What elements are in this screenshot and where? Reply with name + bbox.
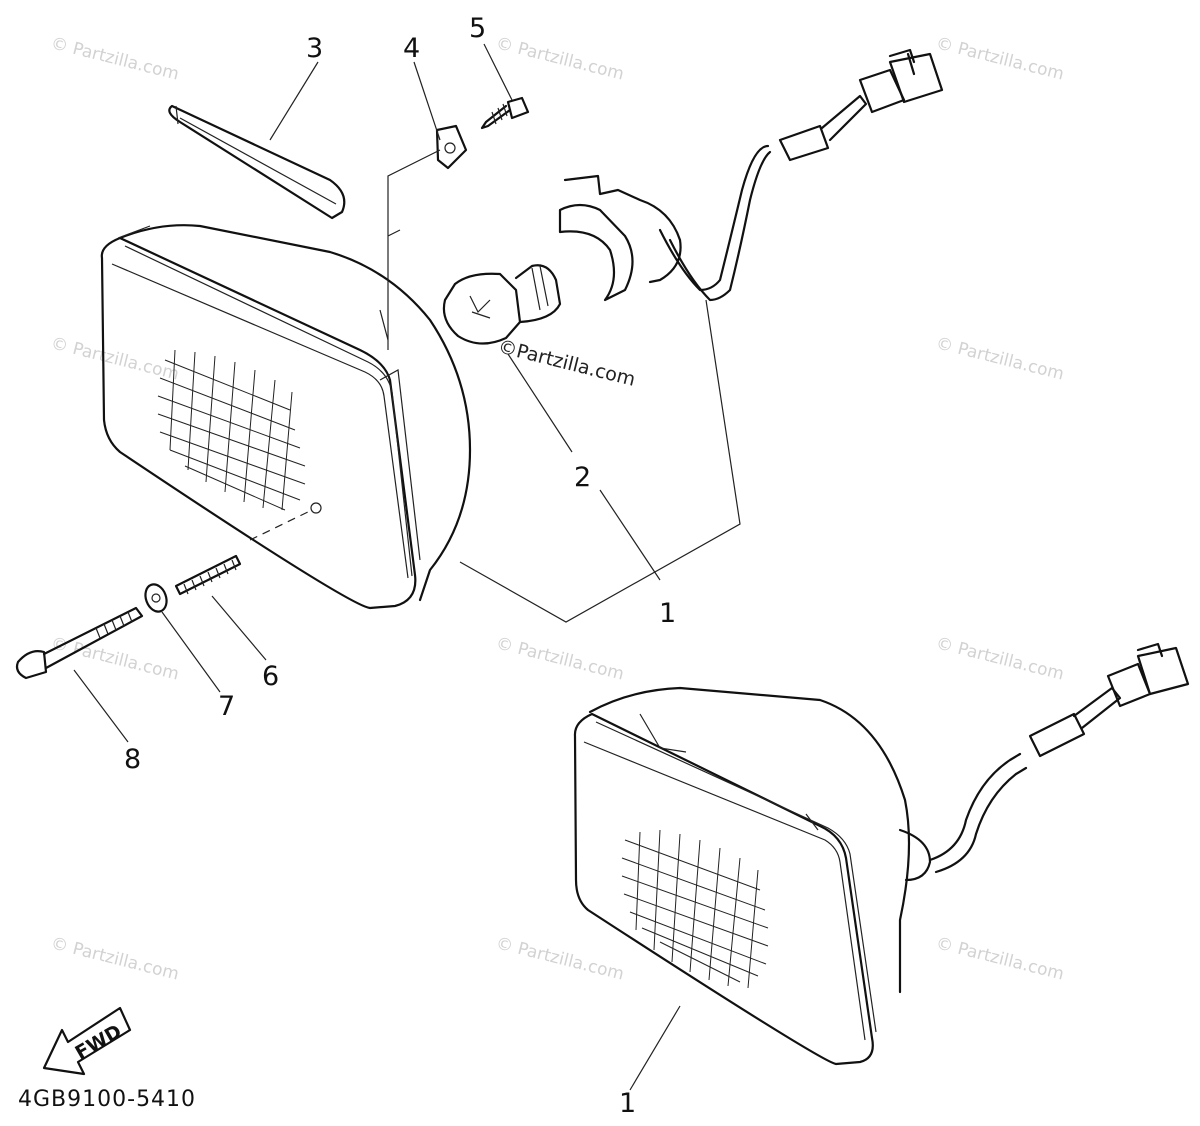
- watermark-dark: ©Partzilla.com: [496, 336, 638, 391]
- watermark-group: © Partzilla.com © Partzilla.com © Partzi…: [49, 33, 1066, 984]
- part-5-screw: [480, 96, 530, 130]
- watermark: © Partzilla.com: [49, 933, 181, 984]
- socket-and-wire: [558, 48, 944, 302]
- leader-lines: [73, 43, 741, 1091]
- watermark: © Partzilla.com: [934, 633, 1066, 684]
- callout-8: 8: [124, 744, 141, 775]
- callout-labels: 3 4 5 2 1 6 7 8 1: [124, 13, 676, 1119]
- watermark: © Partzilla.com: [494, 933, 626, 984]
- callout-4: 4: [403, 33, 420, 64]
- callout-3: 3: [306, 33, 323, 64]
- watermark: © Partzilla.com: [494, 33, 626, 84]
- callout-1-bottom: 1: [619, 1088, 636, 1119]
- fwd-label: FWD: [72, 1020, 126, 1064]
- watermark: © Partzilla.com: [934, 333, 1066, 384]
- callout-5: 5: [469, 13, 486, 44]
- callout-7: 7: [218, 691, 235, 722]
- lens-grid: [621, 829, 769, 989]
- part-6-spring: [174, 554, 242, 596]
- watermark: © Partzilla.com: [934, 33, 1066, 84]
- lens-grid: [157, 349, 306, 511]
- headlight-upper: [100, 224, 472, 610]
- diagram-code: 4GB9100-5410: [18, 1087, 196, 1112]
- part-2-bulb: [442, 264, 562, 345]
- part-7-washer: [144, 583, 168, 613]
- watermark: © Partzilla.com: [49, 333, 181, 384]
- callout-6: 6: [262, 661, 279, 692]
- callout-1-top: 1: [659, 598, 676, 629]
- callout-2: 2: [574, 462, 591, 493]
- watermark: © Partzilla.com: [494, 633, 626, 684]
- fwd-arrow-icon: FWD: [42, 1006, 132, 1076]
- part-8-adjust-screw: [15, 606, 144, 680]
- part-3-trim-strip: [168, 104, 346, 220]
- headlight-lower: [573, 642, 1190, 1066]
- part-4-grommet: [435, 124, 468, 170]
- watermark: © Partzilla.com: [934, 933, 1066, 984]
- watermark: © Partzilla.com: [49, 33, 181, 84]
